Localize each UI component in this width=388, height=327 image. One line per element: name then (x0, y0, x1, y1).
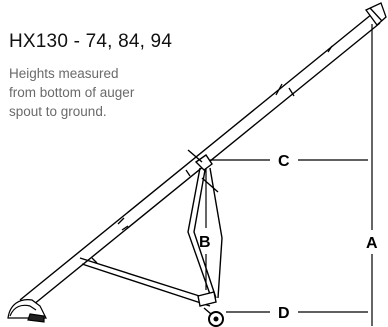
diagram-title: HX130 - 74, 84, 94 (9, 31, 173, 52)
dimension-label-b: B (199, 234, 211, 251)
wheel (208, 311, 224, 327)
dimension-label-d: D (278, 305, 290, 322)
height-note: Heights measured from bottom of auger sp… (9, 64, 189, 121)
intake-hopper (7, 299, 47, 323)
dimension-label-c: C (278, 153, 290, 170)
dimension-label-a: A (366, 235, 378, 252)
height-note-line-1: Heights measured (9, 66, 119, 81)
discharge-spout (365, 2, 387, 26)
tube-markings (91, 45, 333, 264)
height-note-line-3: spout to ground. (9, 104, 107, 119)
undercarriage (79, 149, 223, 321)
height-note-line-2: from bottom of auger (9, 85, 135, 100)
dimension-lines (205, 24, 373, 326)
